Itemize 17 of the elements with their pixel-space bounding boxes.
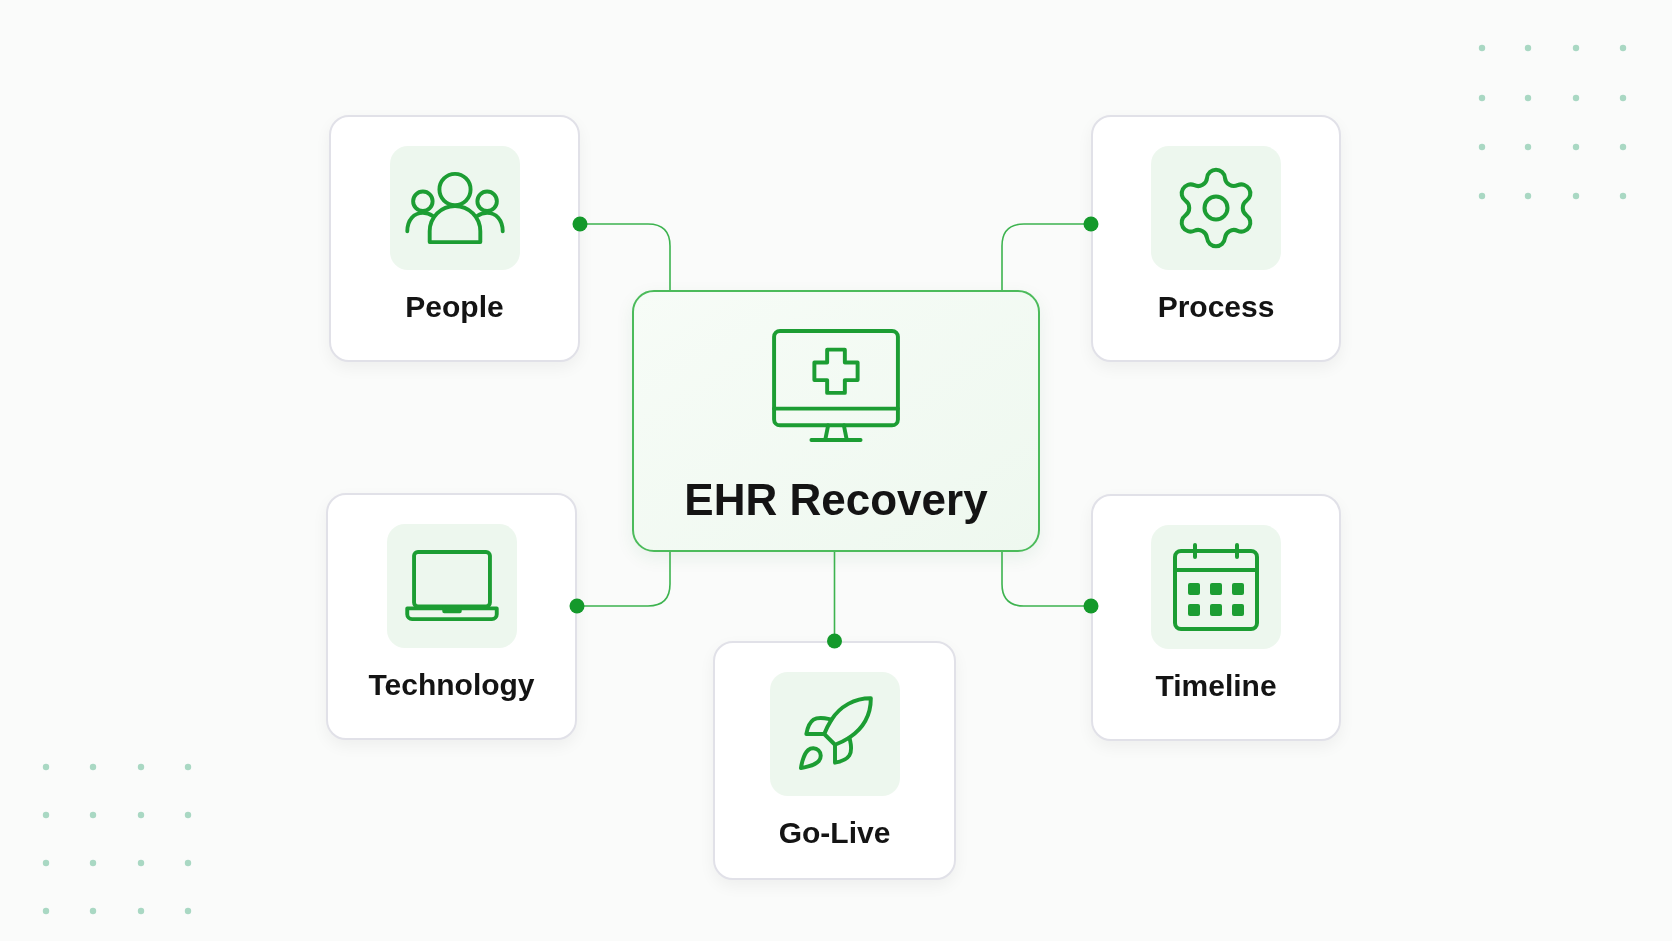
- connector-line: [827, 551, 842, 649]
- card-label: People: [405, 289, 504, 325]
- connector-line: [1001, 551, 1099, 614]
- connector-line: [569, 551, 671, 614]
- category-card: [1091, 494, 1341, 741]
- category-card: [713, 641, 956, 880]
- card-label: Technology: [368, 667, 535, 703]
- connector-line: [572, 216, 671, 291]
- category-card: [329, 115, 580, 362]
- category-card: [1091, 115, 1341, 362]
- card-label: Go-Live: [778, 815, 891, 851]
- card-label: Process: [1157, 289, 1275, 325]
- category-card: [326, 493, 577, 740]
- card-label: Timeline: [1155, 668, 1277, 704]
- connector-line: [1001, 216, 1099, 291]
- central-title: EHR Recovery: [684, 475, 988, 526]
- central-box: [632, 290, 1040, 552]
